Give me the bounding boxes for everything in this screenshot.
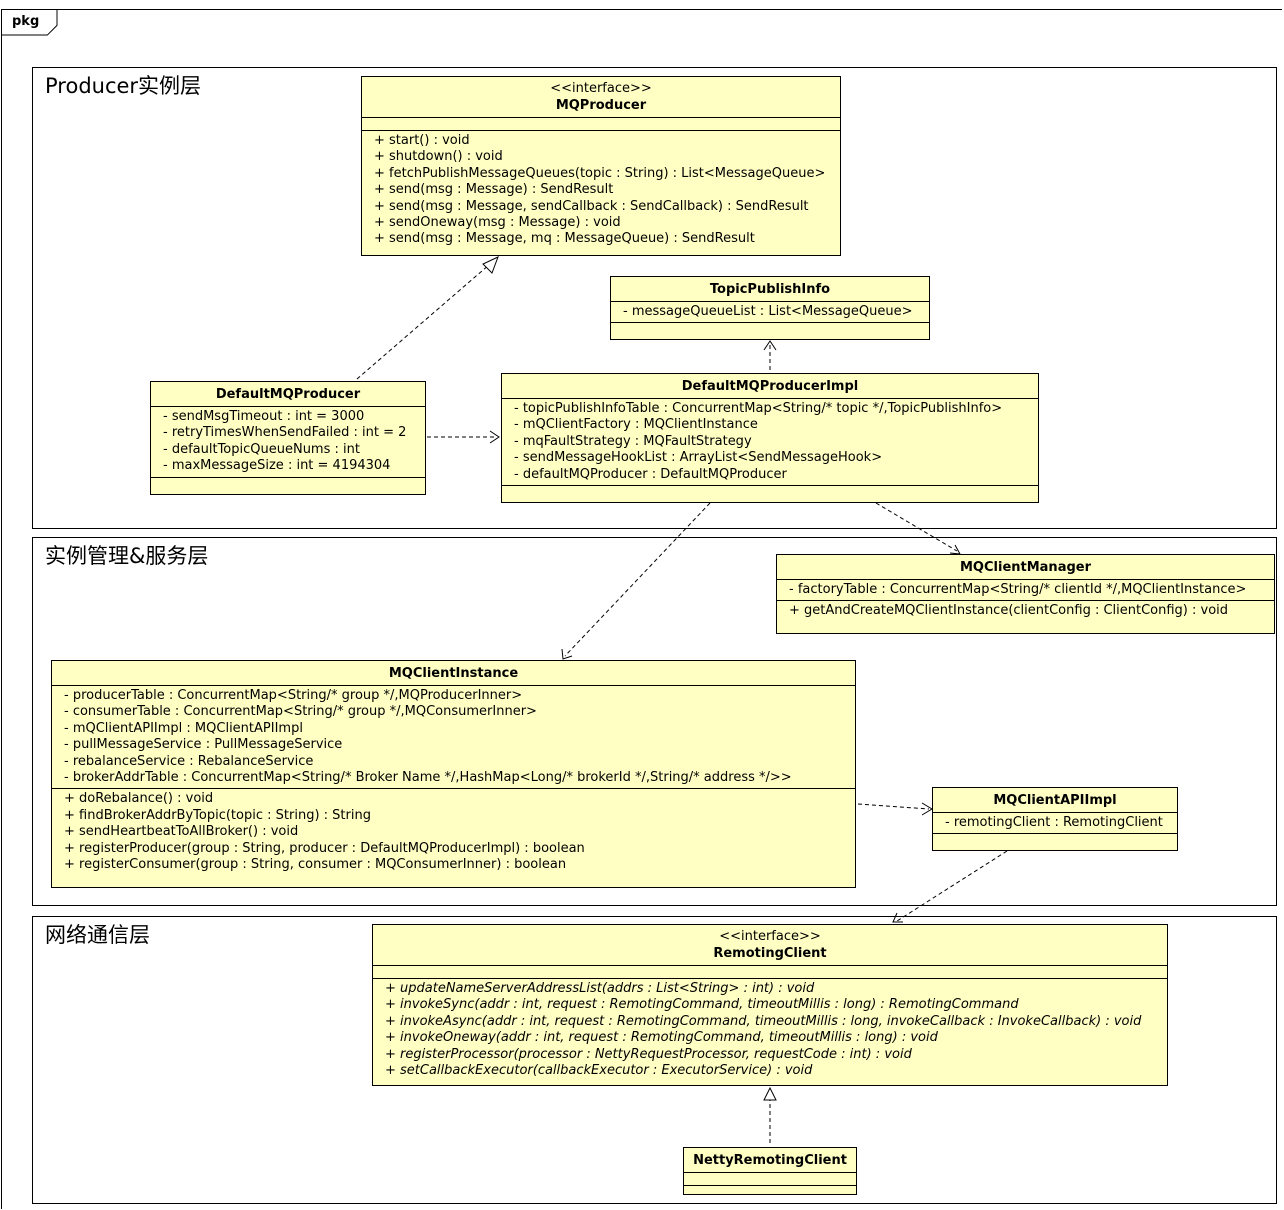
realization-arrowhead: [482, 256, 499, 274]
attribute: - maxMessageSize : int = 4194304: [163, 458, 391, 474]
class-mqclientmanager[interactable]: MQClientManager - factoryTable : Concurr…: [776, 554, 1275, 634]
class-name: MQProducer: [555, 98, 647, 113]
attribute: - defaultMQProducer : DefaultMQProducer: [514, 466, 787, 482]
operation: + invokeAsync(addr : int, request : Remo…: [385, 1013, 1142, 1029]
dependency-line: [896, 850, 1008, 922]
layer-title: Producer实例层: [45, 74, 202, 98]
class-defaultmqproducer[interactable]: DefaultMQProducer - sendMsgTimeout : int…: [150, 381, 426, 495]
attributes-compartment: - sendMsgTimeout : int = 3000 - retryTim…: [151, 407, 425, 478]
attribute: - topicPublishInfoTable : ConcurrentMap<…: [514, 401, 1003, 416]
operations-compartment: [684, 1186, 856, 1198]
attributes-compartment: [373, 966, 1167, 979]
dependency-arrowhead: [892, 912, 903, 923]
operation: + sendHeartbeatToAllBroker() : void: [64, 824, 299, 840]
package-label: pkg: [12, 14, 40, 29]
layer-title: 网络通信层: [45, 923, 150, 947]
attributes-compartment: - factoryTable : ConcurrentMap<String/* …: [777, 580, 1274, 602]
attribute: - messageQueueList : List<MessageQueue>: [623, 304, 913, 319]
operations-compartment: + start() : void + shutdown() : void + f…: [362, 131, 840, 250]
layer-title: 实例管理&服务层: [45, 544, 209, 568]
attributes-compartment: [362, 118, 840, 131]
operation: + updateNameServerAddressList(addrs : Li…: [385, 981, 815, 996]
class-defaultmqproducerimpl[interactable]: DefaultMQProducerImpl - topicPublishInfo…: [501, 373, 1039, 503]
attribute: - remotingClient : RemotingClient: [945, 815, 1163, 830]
operation: + send(msg : Message) : SendResult: [374, 182, 614, 198]
attribute: - sendMessageHookList : ArrayList<SendMe…: [514, 450, 883, 466]
operations-compartment: [151, 478, 425, 490]
class-name: TopicPublishInfo: [709, 282, 831, 297]
attributes-compartment: - producerTable : ConcurrentMap<String/*…: [52, 686, 855, 790]
class-name: DefaultMQProducerImpl: [681, 379, 859, 394]
operation: + getAndCreateMQClientInstance(clientCon…: [789, 603, 1229, 619]
operation: + send(msg : Message, mq : MessageQueue)…: [374, 231, 755, 247]
attribute: - retryTimesWhenSendFailed : int = 2: [163, 425, 407, 441]
operations-compartment: + doRebalance() : void + findBrokerAddrB…: [52, 789, 855, 875]
package-tab: [1, 9, 58, 36]
operation: + findBrokerAddrByTopic(topic : String) …: [64, 807, 371, 823]
realization-line: [356, 263, 491, 380]
operations-compartment: + getAndCreateMQClientInstance(clientCon…: [777, 601, 1274, 621]
attribute: - pullMessageService : PullMessageServic…: [64, 737, 343, 753]
operations-compartment: [933, 834, 1177, 846]
class-name: DefaultMQProducer: [215, 387, 361, 402]
class-nettyremotingclient[interactable]: NettyRemotingClient: [683, 1147, 857, 1195]
operation: + send(msg : Message, sendCallback : Sen…: [374, 198, 809, 214]
attributes-compartment: - topicPublishInfoTable : ConcurrentMap<…: [502, 399, 1038, 487]
attribute: - mQClientFactory : MQClientInstance: [514, 417, 758, 433]
operation: + doRebalance() : void: [64, 791, 214, 807]
dependency-line: [857, 803, 930, 810]
attribute: - brokerAddrTable : ConcurrentMap<String…: [64, 770, 792, 786]
attribute: - factoryTable : ConcurrentMap<String/* …: [789, 582, 1247, 597]
class-stereotype: <<interface>>: [719, 929, 821, 944]
operation: + registerConsumer(group : String, consu…: [64, 857, 567, 873]
attributes-compartment: - remotingClient : RemotingClient: [933, 813, 1177, 835]
attribute: - mQClientAPIImpl : MQClientAPIImpl: [64, 720, 303, 736]
attributes-compartment: - messageQueueList : List<MessageQueue>: [611, 302, 929, 324]
class-mqclientinstance[interactable]: MQClientInstance - producerTable : Concu…: [51, 660, 856, 888]
class-mqclientapiimpl[interactable]: MQClientAPIImpl - remotingClient : Remot…: [932, 787, 1178, 851]
operation: + registerProcessor(processor : NettyReq…: [385, 1046, 912, 1062]
attribute: - consumerTable : ConcurrentMap<String/*…: [64, 704, 537, 720]
dependency-arrowhead: [489, 430, 500, 444]
operations-compartment: [611, 323, 929, 335]
realization-arrowhead: [763, 1086, 777, 1101]
attribute: - producerTable : ConcurrentMap<String/*…: [64, 688, 523, 703]
attribute: - sendMsgTimeout : int = 3000: [163, 409, 365, 424]
class-topicpublishinfo[interactable]: TopicPublishInfo - messageQueueList : Li…: [610, 276, 930, 340]
class-stereotype: <<interface>>: [550, 81, 652, 96]
operation: + shutdown() : void: [374, 149, 503, 165]
operation: + sendOneway(msg : Message) : void: [374, 215, 621, 231]
dependency-arrowhead: [763, 340, 777, 351]
attribute: - defaultTopicQueueNums : int: [163, 441, 360, 457]
operation: + fetchPublishMessageQueues(topic : Stri…: [374, 165, 826, 181]
package-frame: [1, 9, 1282, 1209]
operation: + start() : void: [374, 133, 470, 148]
attribute: - rebalanceService : RebalanceService: [64, 753, 314, 769]
dependency-line: [875, 502, 958, 552]
class-name: MQClientInstance: [388, 666, 519, 681]
attributes-compartment: [684, 1173, 856, 1186]
operations-compartment: + updateNameServerAddressList(addrs : Li…: [373, 979, 1167, 1081]
operations-compartment: [502, 486, 1038, 498]
class-name: NettyRemotingClient: [693, 1153, 847, 1168]
operation: + setCallbackExecutor(callbackExecutor :…: [385, 1063, 813, 1079]
dependency-arrowhead: [561, 648, 573, 660]
class-name: RemotingClient: [713, 946, 827, 961]
class-mqproducer[interactable]: <<interface>> MQProducer + start() : voi…: [361, 76, 841, 256]
operation: + invokeSync(addr : int, request : Remot…: [385, 997, 1019, 1013]
dependency-line: [564, 502, 711, 657]
operation: + registerProducer(group : String, produ…: [64, 840, 585, 856]
operation: + invokeOneway(addr : int, request : Rem…: [385, 1030, 938, 1046]
class-name: MQClientManager: [960, 560, 1091, 575]
attribute: - mqFaultStrategy : MQFaultStrategy: [514, 433, 752, 449]
class-name: MQClientAPIImpl: [993, 793, 1117, 808]
class-remotingclient[interactable]: <<interface>> RemotingClient + updateNam…: [372, 924, 1168, 1086]
